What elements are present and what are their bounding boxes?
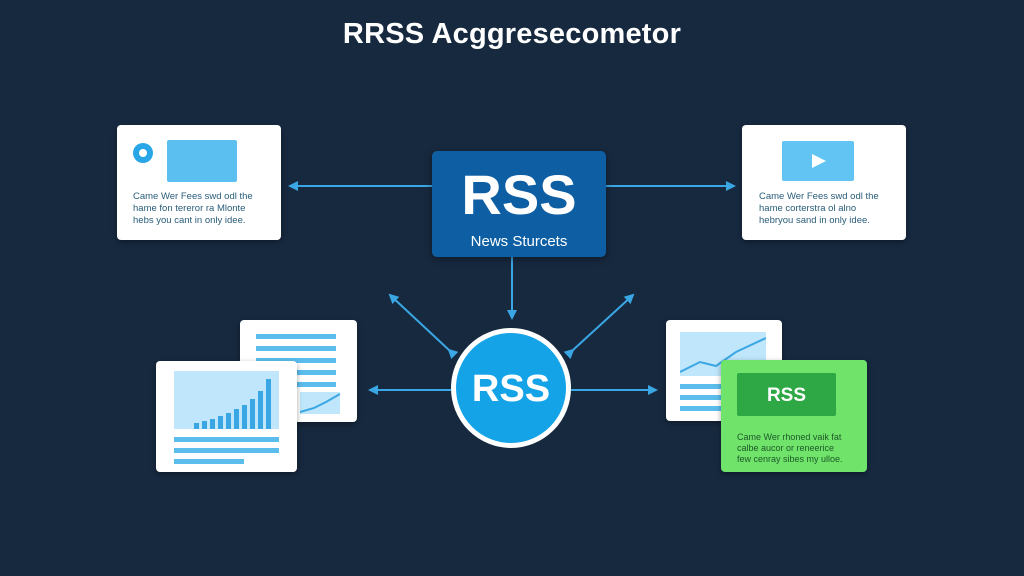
- card-description: Came Wer Fees swd odl the hame fon terer…: [133, 191, 253, 226]
- green-card-description: Came Wer rhoned vaik fat calbe aucor or …: [737, 432, 843, 464]
- green-banner-label: RSS: [766, 385, 807, 406]
- card-description: Came Wer Fees swd odl the hame corterstr…: [759, 191, 879, 226]
- doc-chart-area: [299, 392, 341, 414]
- diagram-title: RRSS Acggresecometor: [342, 18, 682, 50]
- bar-chart: [174, 371, 279, 429]
- top-right-card: Came Wer Fees swd odl the hame corterstr…: [742, 125, 906, 240]
- app-icon: [133, 143, 153, 163]
- green-banner: RSS: [737, 373, 836, 416]
- thumbnail: [167, 140, 237, 182]
- doc-line: [256, 334, 336, 339]
- app-icon-dot: [139, 149, 147, 157]
- video-thumbnail: [782, 141, 854, 181]
- left-front-document: [156, 361, 297, 472]
- top-left-card: Came Wer Fees swd odl the hame fon terer…: [117, 125, 281, 240]
- rss-center-node: RSS: [451, 328, 571, 448]
- play-icon: [812, 154, 826, 168]
- doc-line: [680, 384, 730, 389]
- arrow-center-to-upper-left: [388, 293, 459, 360]
- doc-line: [680, 406, 730, 411]
- rss-hub: RSS News Sturcets: [432, 151, 606, 257]
- doc-line: [174, 448, 279, 453]
- doc-line: [680, 395, 730, 400]
- doc-line: [174, 437, 279, 442]
- doc-line: [256, 358, 336, 363]
- hub-label: RSS: [461, 163, 577, 226]
- arrow-center-to-upper-right: [563, 293, 635, 360]
- doc-line: [256, 346, 336, 351]
- doc-line: [174, 459, 244, 464]
- hub-sublabel: News Sturcets: [470, 233, 568, 250]
- green-rss-card: RSS Came Wer rhoned vaik fat calbe aucor…: [721, 360, 867, 472]
- center-label: RSS: [471, 368, 551, 410]
